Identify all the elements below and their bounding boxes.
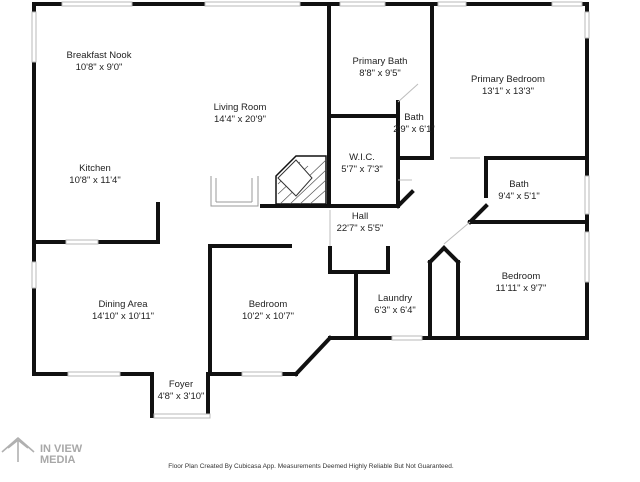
dim-primary-bath: 8'8" x 9'5" <box>359 68 401 79</box>
label-dining-area: Dining Area <box>98 299 148 310</box>
house-roof-icon <box>1 437 35 462</box>
label-living-room: Living Room <box>214 102 267 113</box>
dim-bath-small: 2'9" x 6'1" <box>393 124 435 135</box>
dim-primary-bedroom: 13'1" x 13'3" <box>482 86 534 97</box>
dim-wic: 5'7" x 7'3" <box>341 164 383 175</box>
label-bedroom-mid: Bedroom <box>249 299 288 310</box>
walls <box>32 2 589 418</box>
dim-foyer: 4'8" x 3'10" <box>158 391 205 402</box>
bay-window <box>210 176 259 207</box>
logo-line-2: MEDIA <box>40 454 76 466</box>
footer-disclaimer: Floor Plan Created By Cubicasa App. Meas… <box>168 463 454 470</box>
label-laundry: Laundry <box>378 293 413 304</box>
door-openings <box>329 83 480 246</box>
label-bath-small: Bath <box>404 112 424 123</box>
dim-breakfast-nook: 10'8" x 9'0" <box>76 62 123 73</box>
dim-kitchen: 10'8" x 11'4" <box>69 175 120 186</box>
label-hall: Hall <box>352 211 368 222</box>
dim-bath-right: 9'4" x 5'1" <box>498 191 540 202</box>
dim-bedroom-right: 11'11" x 9'7" <box>496 283 547 294</box>
dim-living-room: 14'4" x 20'9" <box>214 114 266 125</box>
dim-laundry: 6'3" x 6'4" <box>374 305 416 316</box>
label-wic: W.I.C. <box>349 152 375 163</box>
label-bath-right: Bath <box>509 179 529 190</box>
logo-line-1: IN VIEW <box>40 443 83 455</box>
label-bedroom-right: Bedroom <box>502 271 541 282</box>
room-labels: Breakfast Nook 10'8" x 9'0" Living Room … <box>67 50 547 402</box>
label-breakfast-nook: Breakfast Nook <box>67 50 132 61</box>
brand-logo: IN VIEW MEDIA <box>1 437 83 466</box>
windows <box>31 1 590 419</box>
dim-bedroom-mid: 10'2" x 10'7" <box>242 311 294 322</box>
label-primary-bedroom: Primary Bedroom <box>471 74 545 85</box>
dim-dining-area: 14'10" x 10'11" <box>92 311 154 322</box>
dim-hall: 22'7" x 5'5" <box>337 223 384 234</box>
label-primary-bath: Primary Bath <box>353 56 408 67</box>
fireplace <box>275 155 327 205</box>
label-kitchen: Kitchen <box>79 163 111 174</box>
label-foyer: Foyer <box>169 379 193 390</box>
